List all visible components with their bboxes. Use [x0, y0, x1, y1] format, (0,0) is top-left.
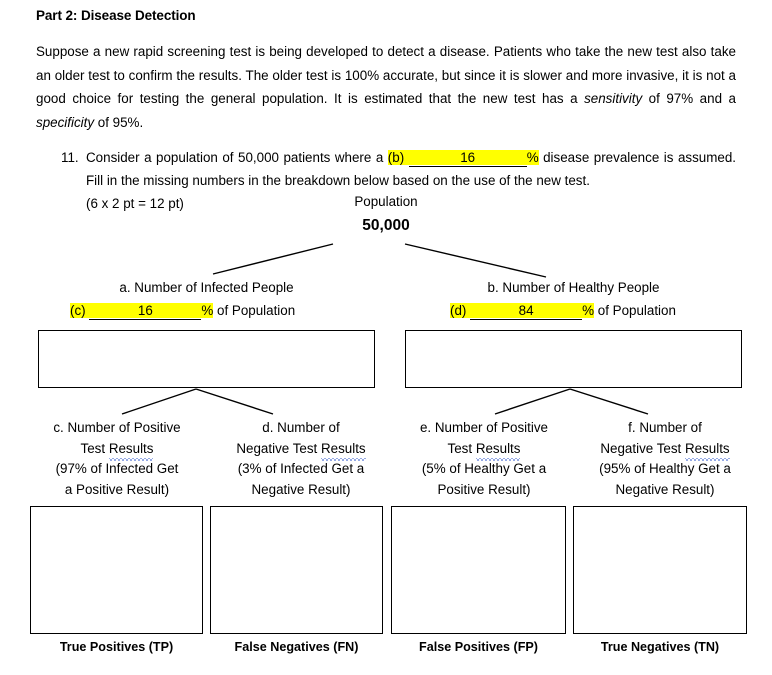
blank-c-unit: % — [201, 303, 214, 318]
leaf-f-line2: Negative Test Results — [572, 439, 758, 461]
leaf-e-spellcheck-word: Results — [475, 439, 520, 461]
blank-d-highlight: (d) 84% — [450, 302, 595, 320]
blank-c-label: (c) — [70, 303, 86, 318]
answer-box-true-positives[interactable] — [30, 506, 203, 634]
leaf-c-spellcheck-word: Results — [108, 439, 153, 461]
leaf-label-f: f. Number of Negative Test Results (95% … — [572, 418, 758, 500]
branch-b-heading: b. Number of Healthy People — [487, 280, 660, 295]
leaf-f-spellcheck-word: Results — [684, 439, 730, 461]
blank-b-input[interactable]: 16 — [408, 149, 527, 167]
leaf-d-spellcheck-word: Results — [320, 439, 366, 461]
branch-a-heading: a. Number of Infected People — [119, 280, 294, 295]
question-number: 11. — [61, 150, 79, 165]
branch-b-percent-row: (d) 84% of Population — [450, 301, 676, 321]
leaf-e-line1: e. Number of Positive — [419, 420, 548, 435]
answer-box-infected-count[interactable] — [38, 330, 375, 388]
branch-b-suffix: of Population — [594, 303, 676, 318]
leaf-d-line2-prefix: Negative Test — [236, 440, 321, 456]
leaf-c-line4: a Positive Result) — [64, 481, 170, 497]
blank-d-label: (d) — [450, 303, 467, 318]
blank-c-input[interactable]: 16 — [89, 302, 202, 320]
leaf-c-line3: (97% of Infected Get — [55, 461, 179, 476]
leaf-d-line4: Negative Result) — [251, 481, 351, 497]
answer-box-false-positives[interactable] — [391, 506, 566, 634]
leaf-d-line2: Negative Test Results — [208, 439, 394, 461]
leaf-label-e: e. Number of Positive Test Results (5% o… — [390, 418, 578, 500]
specificity-term: specificity — [36, 114, 95, 130]
leaf-d-line1: d. Number of — [262, 420, 340, 435]
leaf-d-line3: (3% of Infected Get a — [237, 461, 365, 476]
leaf-f-line4: Negative Result) — [615, 481, 715, 497]
leaf-label-c: c. Number of Positive Test Results (97% … — [24, 418, 210, 500]
leaf-e-line2-prefix: Test — [447, 440, 476, 456]
intro-text-part1: Suppose a new rapid screening test is be… — [36, 44, 736, 106]
leaf-e-line3: (5% of Healthy Get a — [421, 461, 547, 476]
question-text-after: disease prevalence is assumed. Fill in t… — [86, 150, 736, 188]
question-points-note: (6 x 2 pt = 12 pt) — [86, 196, 184, 211]
leaf-e-line4: Positive Result) — [437, 481, 531, 497]
leaf-e-line2: Test Results — [390, 439, 578, 461]
intro-text-part3: of 95%. — [94, 114, 144, 130]
branch-a-suffix: of Population — [213, 303, 296, 318]
answer-box-healthy-count[interactable] — [405, 330, 742, 388]
leaf-f-line1: f. Number of — [628, 420, 702, 435]
blank-b-label: (b) — [387, 150, 405, 165]
blank-d-input[interactable]: 84 — [470, 302, 583, 320]
population-value: 50,000 — [362, 217, 410, 234]
leaf-c-line1: c. Number of Positive — [53, 420, 181, 435]
caption-true-positives: True Positives (TP) — [59, 640, 174, 654]
leaf-c-line2-prefix: Test — [80, 440, 109, 456]
question-11: 11. Consider a population of 50,000 patie… — [61, 146, 736, 215]
leaf-f-line3: (95% of Healthy Get a — [599, 461, 731, 476]
blank-d-unit: % — [582, 303, 595, 318]
leaf-f-line2-prefix: Negative Test — [600, 440, 685, 456]
caption-false-positives: False Positives (FP) — [419, 640, 538, 654]
caption-false-negatives: False Negatives (FN) — [234, 640, 359, 654]
sensitivity-term: sensitivity — [584, 91, 643, 106]
branch-a-percent-row: (c) 16% of Population — [70, 301, 295, 321]
blank-c-highlight: (c) 16% — [70, 302, 214, 320]
population-label: Population — [354, 194, 418, 209]
leaf-label-d: d. Number of Negative Test Results (3% o… — [208, 418, 394, 500]
intro-paragraph: Suppose a new rapid screening test is be… — [36, 40, 736, 134]
answer-box-true-negatives[interactable] — [573, 506, 747, 634]
page-title: Part 2: Disease Detection — [36, 8, 196, 23]
caption-true-negatives: True Negatives (TN) — [600, 640, 720, 654]
intro-text-part2: of 97% and a — [642, 91, 736, 106]
question-text-before: Consider a population of 50,000 patients… — [86, 150, 388, 165]
answer-box-false-negatives[interactable] — [210, 506, 383, 634]
leaf-c-line2: Test Results — [24, 439, 210, 461]
blank-b-unit: % — [526, 150, 539, 165]
blank-b-highlight: (b) 16% — [387, 149, 539, 167]
